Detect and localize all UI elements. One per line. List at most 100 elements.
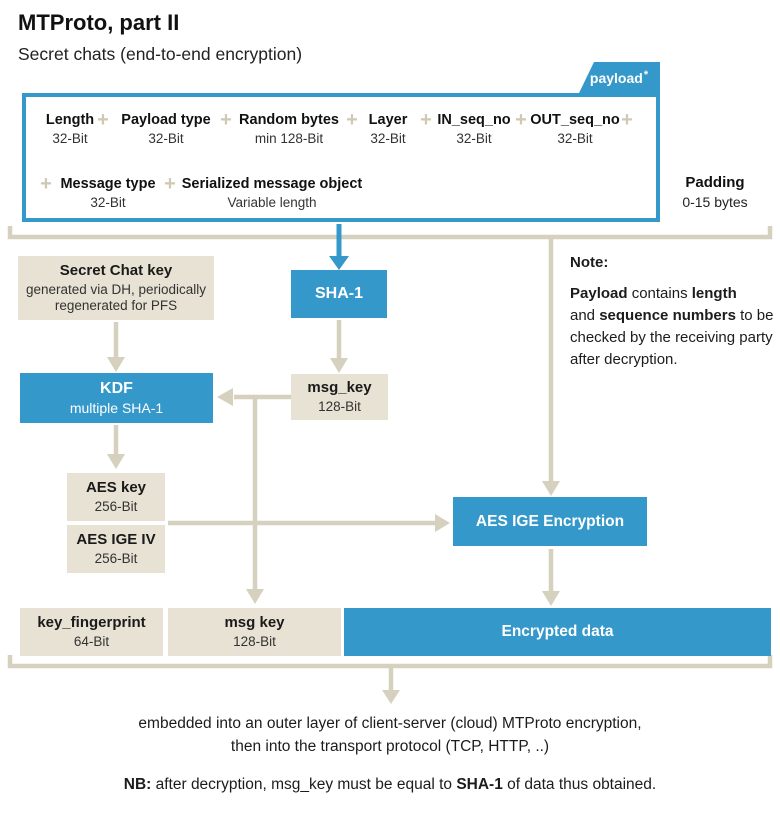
field-random-bytes: Random bytes min 128-Bit bbox=[239, 112, 339, 146]
note-text: and bbox=[570, 307, 600, 324]
field-size: min 128-Bit bbox=[254, 131, 324, 146]
field-name: Serialized message object bbox=[181, 176, 363, 192]
node-size: 64-Bit bbox=[73, 634, 110, 649]
field-size: 32-Bit bbox=[52, 131, 88, 146]
arrowhead-footer bbox=[382, 690, 400, 704]
field-layer: Layer 32-Bit bbox=[369, 112, 408, 146]
arrowhead-aeskey-in bbox=[107, 454, 125, 469]
note-text: to be bbox=[735, 307, 774, 324]
field-name: OUT_seq_no bbox=[530, 112, 620, 128]
node-title: AES key bbox=[85, 479, 147, 496]
node-size: 128-Bit bbox=[318, 399, 361, 414]
node-size: 128-Bit bbox=[233, 634, 276, 649]
node-aes-ige-encryption: AES IGE Encryption bbox=[453, 497, 647, 546]
field-size: 32-Bit bbox=[370, 131, 406, 146]
node-subtitle: regenerated for PFS bbox=[54, 298, 178, 313]
node-secret-chat-key: Secret Chat key generated via DH, period… bbox=[18, 256, 214, 320]
plus-icon: + bbox=[621, 109, 633, 131]
footer-line2: then into the transport protocol (TCP, H… bbox=[230, 738, 550, 755]
node-size: 256-Bit bbox=[94, 499, 138, 514]
plus-icon: + bbox=[346, 109, 358, 131]
payload-tab-label: payload bbox=[589, 69, 643, 86]
node-title: Secret Chat key bbox=[59, 262, 173, 279]
note-line: and sequence numbers to be bbox=[570, 305, 775, 327]
payload-asterisk: * bbox=[643, 68, 649, 81]
field-name: Message type bbox=[60, 176, 156, 192]
field-length: Length 32-Bit bbox=[46, 112, 94, 146]
blue-arrow-payload-to-sha1 bbox=[329, 224, 349, 270]
note-bold: sequence numbers bbox=[599, 307, 736, 324]
line-msgkey-junction bbox=[252, 394, 291, 591]
field-name: Payload type bbox=[121, 112, 211, 128]
padding-label: Padding 0-15 bytes bbox=[682, 174, 747, 210]
node-encrypted-data: Encrypted data bbox=[344, 608, 771, 656]
nb-text: of data thus obtained. bbox=[502, 776, 657, 793]
field-name: Random bytes bbox=[239, 112, 339, 128]
node-title: AES IGE IV bbox=[76, 531, 156, 548]
field-in-seq-no: IN_seq_no 32-Bit bbox=[437, 112, 510, 146]
field-name: Length bbox=[45, 112, 95, 128]
plus-icon: + bbox=[420, 109, 432, 131]
bracket-bottom bbox=[7, 655, 773, 669]
node-aes-ige-iv: AES IGE IV 256-Bit bbox=[67, 525, 165, 573]
padding-size: 0-15 bytes bbox=[682, 194, 748, 210]
nb-bold: NB: bbox=[123, 776, 152, 793]
plus-icon: + bbox=[515, 109, 527, 131]
field-name: Layer bbox=[368, 112, 408, 128]
plus-icon: + bbox=[40, 173, 52, 195]
nb-text: after decryption, msg_key must be equal … bbox=[151, 776, 457, 793]
payload-tab: payload* bbox=[579, 62, 660, 93]
node-title: KDF bbox=[100, 380, 133, 397]
note-heading: Note: bbox=[570, 254, 609, 271]
arrowhead-kdf-left-in bbox=[217, 388, 233, 406]
arrowhead-msgkeybot-in bbox=[246, 589, 264, 604]
note-line: Payload contains length bbox=[570, 283, 775, 305]
field-message-type: Message type 32-Bit bbox=[60, 176, 155, 210]
payload-box bbox=[22, 93, 660, 222]
arrowhead-msgkey-in bbox=[330, 358, 348, 373]
node-aes-key: AES key 256-Bit bbox=[67, 473, 165, 521]
plus-icon: + bbox=[220, 109, 232, 131]
field-payload-type: Payload type 32-Bit bbox=[121, 112, 210, 146]
node-key-fingerprint: key_fingerprint 64-Bit bbox=[20, 608, 163, 656]
padding-title: Padding bbox=[685, 174, 745, 191]
node-title: Encrypted data bbox=[501, 623, 614, 640]
arrowhead-encrypted-in bbox=[542, 591, 560, 606]
note-line: checked by the receiving party bbox=[570, 329, 773, 346]
node-kdf: KDF multiple SHA-1 bbox=[20, 373, 213, 423]
node-subtitle: generated via DH, periodically bbox=[25, 282, 207, 297]
field-size: Variable length bbox=[227, 195, 317, 210]
node-msg-key: msg_key 128-Bit bbox=[291, 374, 388, 420]
footer-line1: embedded into an outer layer of client-s… bbox=[138, 715, 642, 732]
node-title: AES IGE Encryption bbox=[475, 512, 625, 530]
arrowhead-aesige-left-in bbox=[435, 514, 450, 532]
note-block: Note: Payload contains length and sequen… bbox=[570, 252, 775, 371]
node-title: key_fingerprint bbox=[37, 614, 146, 631]
node-sha1: SHA-1 bbox=[291, 270, 387, 318]
bracket-top bbox=[7, 226, 773, 240]
field-size: 32-Bit bbox=[557, 131, 593, 146]
node-title: msg_key bbox=[307, 379, 372, 396]
note-line: after decryption. bbox=[570, 351, 678, 368]
note-bold: Payload bbox=[570, 285, 628, 302]
field-size: 32-Bit bbox=[456, 131, 492, 146]
node-title: SHA-1 bbox=[314, 285, 363, 302]
node-title: msg key bbox=[224, 614, 285, 631]
footer-nb: NB: after decryption, msg_key must be eq… bbox=[0, 773, 780, 796]
arrowhead-kdf-in bbox=[107, 357, 125, 372]
note-bold: length bbox=[691, 285, 737, 302]
field-size: 32-Bit bbox=[90, 195, 126, 210]
plus-icon: + bbox=[164, 173, 176, 195]
note-text: contains bbox=[627, 285, 692, 302]
footer-block: embedded into an outer layer of client-s… bbox=[0, 712, 780, 796]
node-msg-key-bottom: msg key 128-Bit bbox=[168, 608, 341, 656]
field-name: IN_seq_no bbox=[437, 112, 511, 128]
node-size: 256-Bit bbox=[94, 551, 138, 566]
page-title: MTProto, part II bbox=[18, 10, 180, 35]
arrowhead-aesige-in bbox=[542, 481, 560, 496]
plus-icon: + bbox=[97, 109, 109, 131]
nb-bold: SHA-1 bbox=[456, 776, 503, 793]
blue-arrowhead bbox=[329, 256, 349, 270]
field-serialized-message: Serialized message object Variable lengt… bbox=[182, 176, 363, 210]
field-out-seq-no: OUT_seq_no 32-Bit bbox=[530, 112, 619, 146]
